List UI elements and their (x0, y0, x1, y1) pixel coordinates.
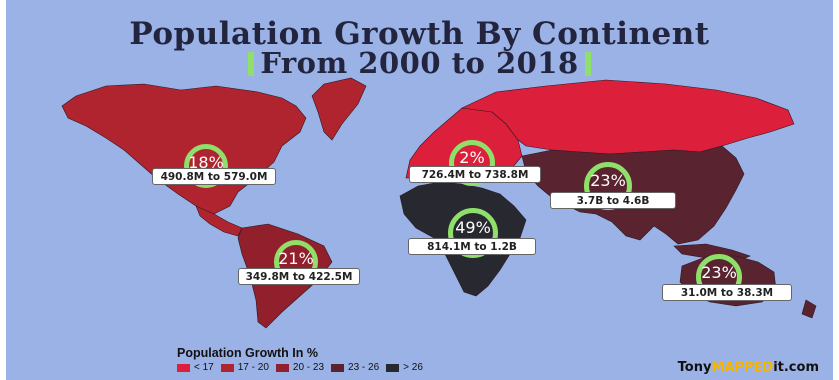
population-range: 726.4M to 738.8M (409, 166, 541, 183)
population-range: 3.7B to 4.6B (550, 192, 676, 209)
legend-swatch (220, 363, 234, 372)
population-range: 31.0M to 38.3M (662, 284, 792, 301)
growth-percent: 21% (278, 249, 314, 268)
legend-item: < 17 (177, 362, 214, 373)
brand-part-1: Tony (677, 360, 712, 375)
legend-item: 20 - 23 (275, 362, 325, 373)
legend-label: > 26 (403, 362, 423, 373)
legend-swatch (275, 363, 289, 372)
legend-swatch (331, 363, 345, 372)
region-north-america (61, 83, 307, 219)
growth-percent: 2% (459, 148, 485, 167)
region-central-america (195, 205, 243, 237)
legend-item: 17 - 20 (220, 362, 269, 373)
title-line-1: Population Growth By Continent (129, 16, 710, 52)
region-greenland (311, 77, 367, 141)
title-line-2-text: From 2000 to 2018 (260, 46, 579, 80)
legend-label: 20 - 23 (292, 362, 325, 373)
legend-label: 17 - 20 (237, 362, 269, 373)
legend-swatch (177, 363, 190, 372)
legend-title: Population Growth In % (177, 346, 318, 360)
legend-swatch (386, 363, 400, 372)
map-frame: Population Growth By Continent From 2000… (6, 0, 833, 380)
growth-ring (449, 140, 495, 186)
brand-logo: TonyMAPPEDit.com (678, 360, 819, 375)
legend-item: > 26 (386, 362, 423, 373)
legend-label: < 17 (194, 362, 214, 373)
title-accent-left (248, 52, 255, 76)
legend: Population Growth In % < 17 17 - 20 20 - 2… (177, 346, 423, 373)
growth-percent: 23% (590, 171, 626, 190)
title-accent-right (584, 52, 591, 76)
growth-ring (184, 144, 228, 188)
population-range: 349.8M to 422.5M (238, 268, 360, 285)
population-range: 814.1M to 1.2B (408, 238, 536, 255)
growth-percent: 23% (701, 263, 737, 282)
region-new-zealand (801, 299, 817, 319)
brand-part-3: it.com (773, 360, 819, 375)
title-line-2: From 2000 to 2018 (6, 46, 833, 80)
legend-label: 23 - 26 (348, 362, 380, 373)
legend-items: < 17 17 - 20 20 - 23 23 - 26 > 26 (177, 362, 423, 373)
population-range: 490.8M to 579.0M (152, 168, 276, 185)
brand-part-2: MAPPED (711, 360, 774, 375)
growth-percent: 18% (188, 153, 224, 172)
legend-item: 23 - 26 (331, 362, 379, 373)
growth-percent: 49% (455, 218, 491, 237)
growth-ring (448, 208, 498, 258)
